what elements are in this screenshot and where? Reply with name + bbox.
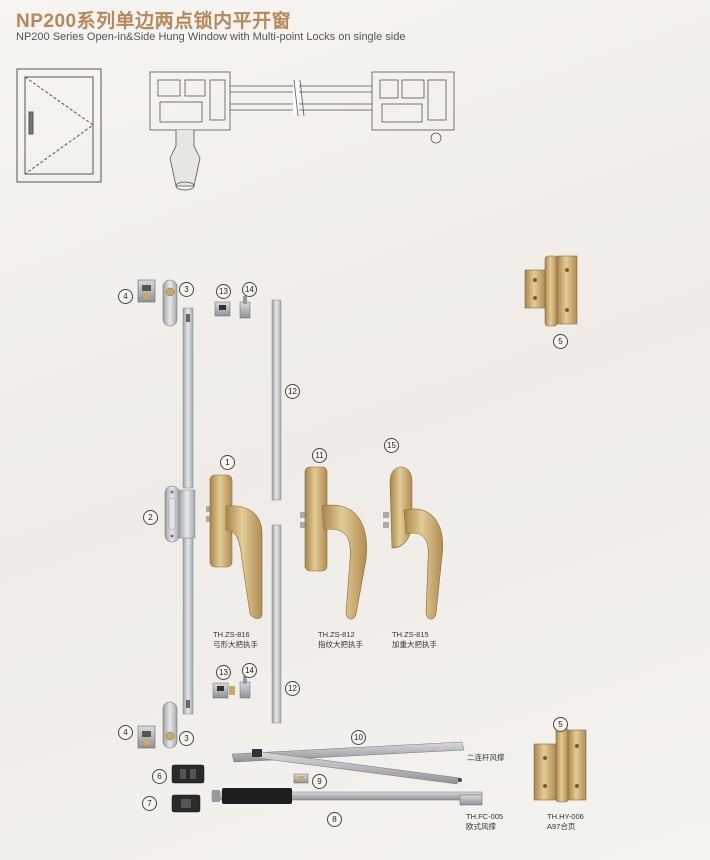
callout-12-bottom: 12 [285,681,300,696]
callout-3-top: 3 [179,282,194,297]
gear-box-part [164,485,196,543]
lock-pin-top [239,296,251,319]
callout-12-top: 12 [285,384,300,399]
handle-zs812 [300,466,367,620]
window-stopper-6 [171,764,205,784]
label-zs815-name: 加重大把执手 [392,640,437,649]
transmission-rod-lower [182,537,194,715]
label-zs816-name: 弓形大把执手 [213,640,258,649]
hinge-bottom [533,727,587,803]
callout-15: 15 [384,438,399,453]
callout-4-bottom: 4 [118,725,133,740]
label-zs816: TH.ZS-816 弓形大把执手 [213,630,258,650]
profile-section-diagram [149,71,455,191]
callout-7: 7 [142,796,157,811]
callout-2: 2 [143,510,158,525]
callout-9: 9 [312,774,327,789]
callout-14-bottom: 14 [242,663,257,678]
window-stopper-7 [171,794,201,813]
lock-point-bottom [162,701,178,749]
connecting-rod-upper [271,299,282,501]
label-zs816-code: TH.ZS-816 [213,630,250,639]
lock-point-top [162,279,178,327]
euro-friction-stay [211,788,483,806]
two-bar-friction-stay [231,741,465,785]
label-zs815: TH.ZS-815 加重大把执手 [392,630,437,650]
keeper-bottom [137,725,156,749]
callout-11: 11 [312,448,327,463]
transmission-rod-upper [182,307,194,489]
callout-1: 1 [220,455,235,470]
label-hy006-code: TH.HY-006 [547,812,584,821]
label-fc005: TH.FC-005 欧式风撑 [466,812,503,832]
handle-zs816 [206,474,263,619]
callout-14-top: 14 [242,282,257,297]
label-zs812-name: 指纹大把执手 [318,640,363,649]
striker-block-bottom [212,682,235,699]
callout-5-top: 5 [553,334,568,349]
callout-13-top: 13 [216,284,231,299]
callout-4-top: 4 [118,289,133,304]
connecting-rod-lower [271,524,282,724]
page-title: NP200系列单边两点锁内平开窗 [16,11,292,32]
callout-6: 6 [152,769,167,784]
lock-pin-bottom [239,676,251,699]
callout-10: 10 [351,730,366,745]
label-hy006: TH.HY-006 A97合页 [547,812,584,832]
label-zs812: TH.ZS-812 指纹大把执手 [318,630,363,650]
window-elevation-diagram [16,68,102,183]
stay-connector [293,773,309,784]
callout-13-bottom: 13 [216,665,231,680]
label-fc005-code: TH.FC-005 [466,812,504,821]
label-fc005-name: 欧式风撑 [466,822,496,831]
hinge-top [524,255,578,327]
handle-zs815 [383,466,443,620]
callout-5-bottom: 5 [553,717,568,732]
label-two-bar-stay: 二连杆风撑 [467,753,505,762]
page-subtitle: NP200 Series Open-in&Side Hung Window wi… [16,31,406,43]
callout-8: 8 [327,812,342,827]
label-zs812-code: TH.ZS-812 [318,630,355,639]
striker-block-top [214,301,231,317]
label-hy006-name: A97合页 [547,822,576,831]
label-zs815-code: TH.ZS-815 [392,630,429,639]
callout-3-bottom: 3 [179,731,194,746]
keeper-top [137,279,156,303]
